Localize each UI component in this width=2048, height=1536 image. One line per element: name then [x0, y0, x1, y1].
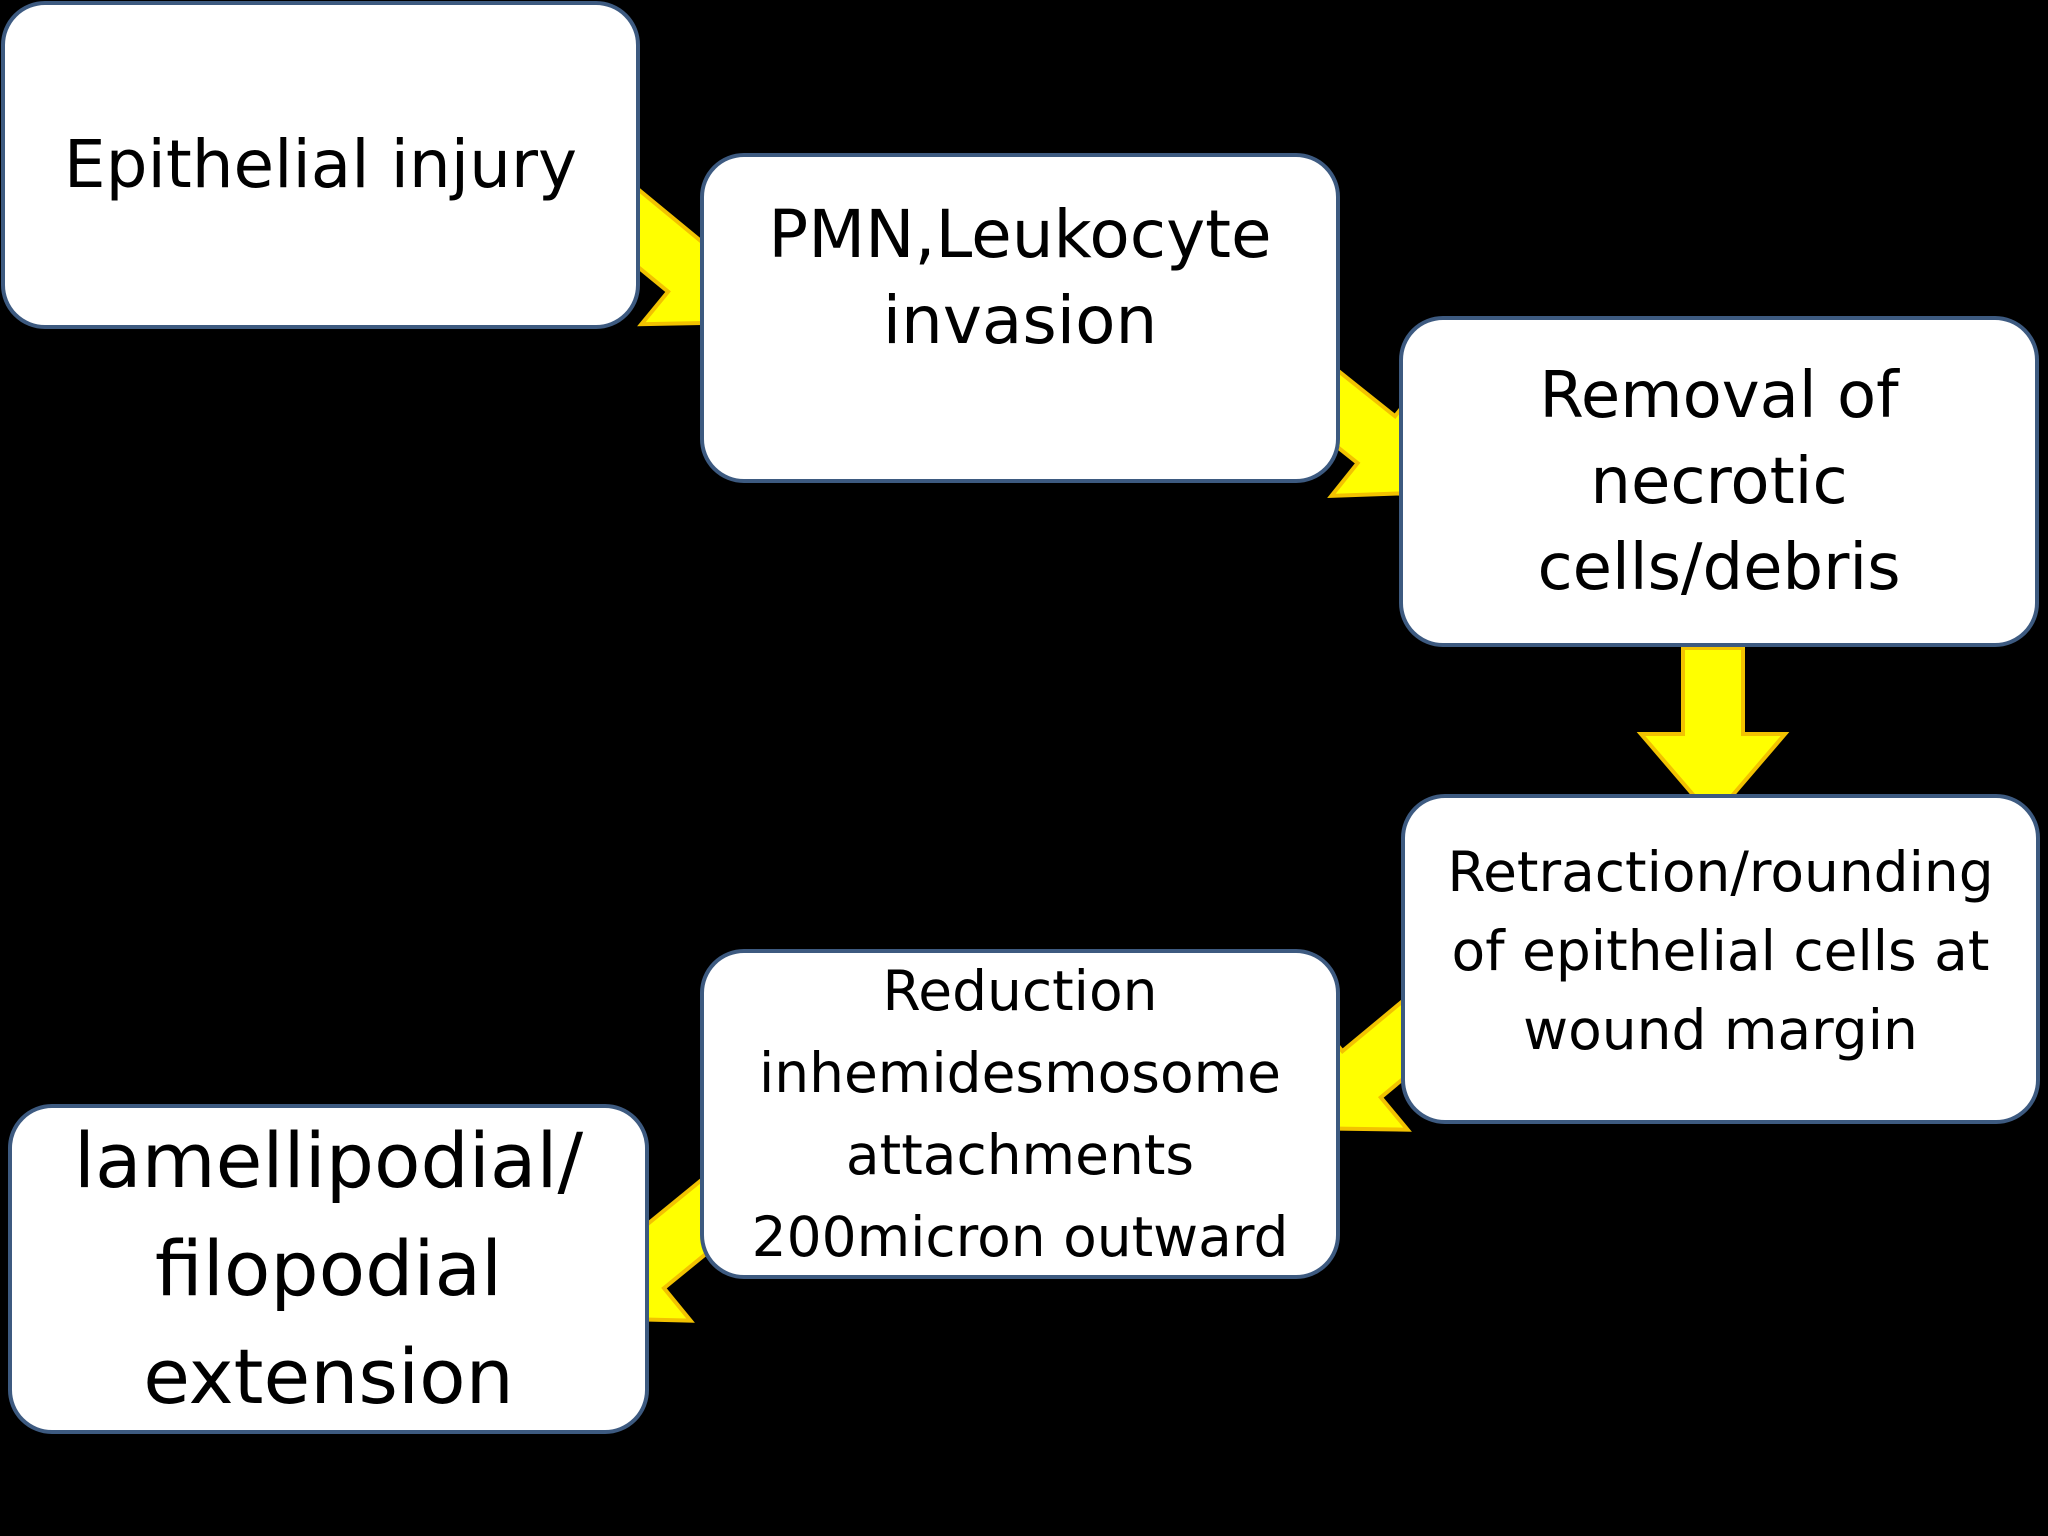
node-epithelial-injury: Epithelial injury: [1, 1, 640, 329]
node-pmn-leukocyte-invasion: PMN,Leukocyte invasion: [700, 153, 1340, 483]
node-label: Reduction inhemidesmosome attachments 20…: [751, 959, 1289, 1269]
node-label: lamellipodial/ filopodial extension: [73, 1116, 584, 1421]
node-removal-of-necrotic-cells: Removal of necrotic cells/debris: [1399, 316, 2039, 647]
node-retraction-rounding: Retraction/rounding of epithelial cells …: [1401, 794, 2040, 1124]
node-reduction-hemidesmosome: Reduction inhemidesmosome attachments 20…: [700, 949, 1340, 1279]
node-lamellipodial-extension: lamellipodial/ filopodial extension: [8, 1104, 649, 1434]
node-label: PMN,Leukocyte invasion: [768, 196, 1272, 359]
node-label: Epithelial injury: [63, 126, 578, 203]
flow-arrow-3: [1636, 646, 1790, 822]
node-label: Removal of necrotic cells/debris: [1537, 358, 1901, 605]
node-label: Retraction/rounding of epithelial cells …: [1447, 839, 1994, 1062]
